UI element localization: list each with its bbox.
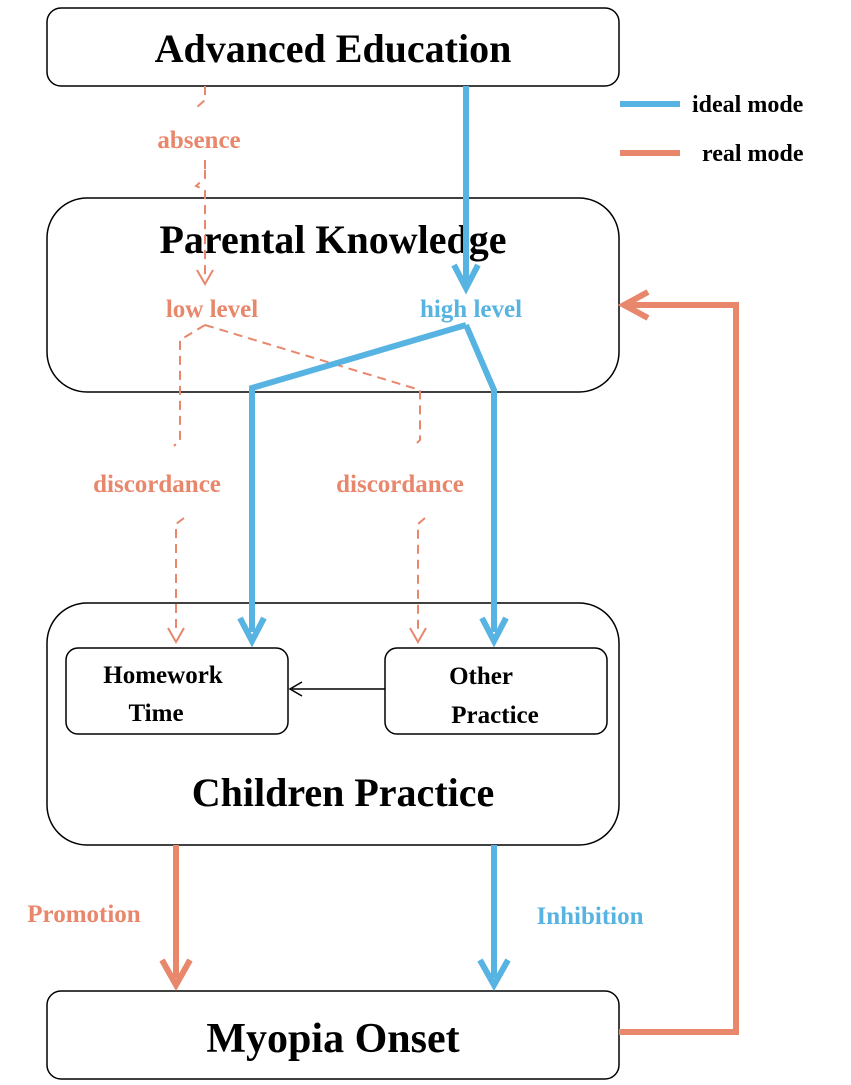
children-practice-title: Children Practice [192,770,495,815]
other-practice-box [384,647,608,735]
promotion-label: Promotion [27,901,141,928]
legend-real-label: real mode [702,141,804,167]
homework-time-label-line2: Time [128,700,183,727]
real-mode-arrowheads [167,269,427,645]
homework-time-label-line1: Homework [103,662,223,689]
promotion-arrow [159,845,193,992]
homework-time-box [65,647,289,735]
advanced-education-title: Advanced Education [155,26,512,71]
feedback-loop-arrow [617,289,739,1035]
ideal-mode-paths [249,86,497,978]
advanced-education-box [46,7,620,87]
parental-knowledge-title: Parental Knowledge [159,217,506,262]
discordance-right-label: discordance [336,471,464,498]
other-to-homework-arrowhead [288,681,303,697]
absence-label: absence [157,127,240,154]
high-level-label: high level [420,296,522,323]
low-level-label: low level [166,296,258,323]
real-mode-paths [173,86,426,630]
myopia-onset-title: Myopia Onset [206,1016,459,1062]
other-practice-label-line1: Other [449,663,513,690]
legend: ideal mode real mode [620,92,804,167]
discordance-left-label: discordance [93,471,221,498]
ideal-mode-arrowheads [237,263,511,992]
other-practice-label-line2: Practice [451,702,538,729]
inhibition-label: Inhibition [536,903,643,930]
legend-ideal-label: ideal mode [692,92,804,118]
